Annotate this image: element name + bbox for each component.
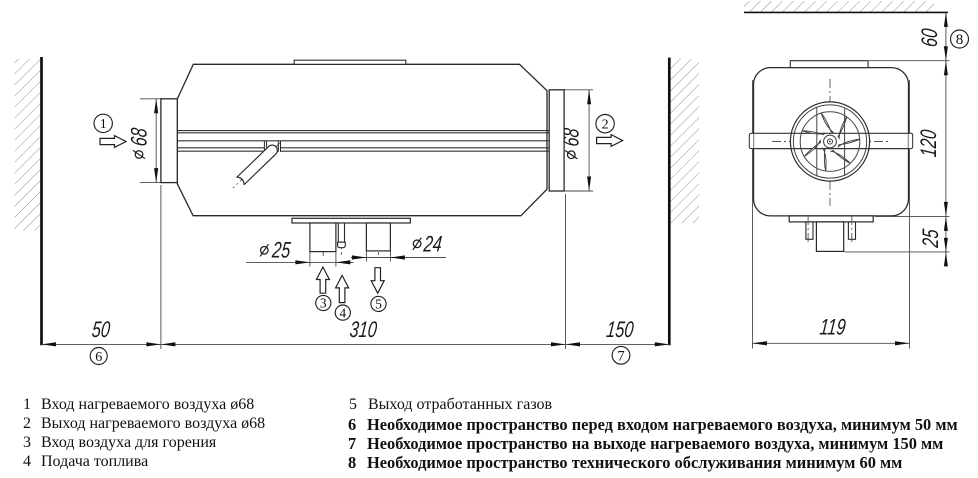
svg-text:7: 7 [617, 348, 624, 364]
svg-text:25: 25 [919, 228, 944, 249]
svg-text:1: 1 [100, 117, 107, 132]
svg-text:50: 50 [91, 318, 112, 343]
svg-text:119: 119 [819, 315, 847, 340]
svg-text:24: 24 [422, 232, 443, 257]
svg-text:6: 6 [95, 350, 102, 365]
svg-text:310: 310 [349, 318, 379, 343]
svg-text:3: 3 [320, 296, 327, 311]
svg-text:4: 4 [339, 305, 346, 320]
svg-text:25: 25 [270, 238, 291, 263]
svg-text:5: 5 [375, 297, 382, 312]
svg-text:68: 68 [559, 127, 584, 148]
svg-text:68: 68 [127, 127, 152, 148]
svg-text:150: 150 [605, 318, 635, 343]
svg-text:60: 60 [917, 27, 942, 48]
svg-text:2: 2 [602, 118, 609, 133]
svg-text:120: 120 [916, 129, 941, 159]
svg-text:8: 8 [956, 32, 964, 48]
